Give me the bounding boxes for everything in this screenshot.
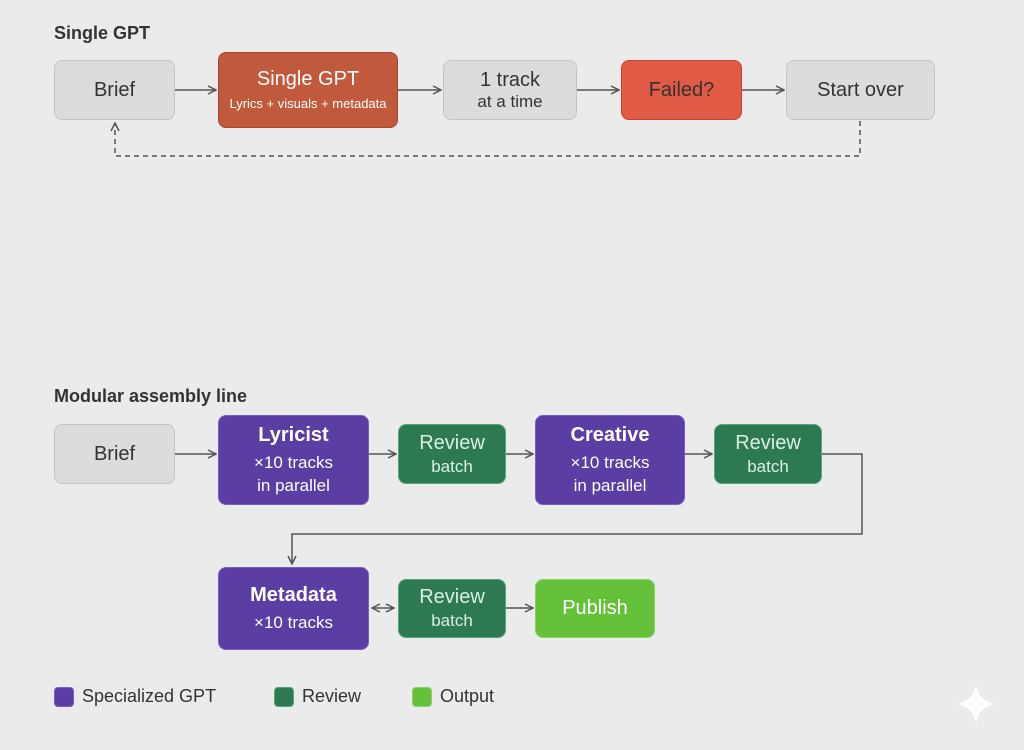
review-batch-box-2: Review batch — [714, 424, 822, 484]
start-over-label: Start over — [817, 78, 904, 101]
metadata-box: Metadata ×10 tracks — [218, 567, 369, 650]
creative-line1: ×10 tracks — [570, 453, 650, 473]
arrow-review-to-metadata — [292, 453, 863, 564]
review1-sub: batch — [431, 456, 473, 476]
metadata-label: Metadata — [250, 584, 337, 607]
creative-box: Creative ×10 tracks in parallel — [535, 415, 685, 505]
legend-label-specialized-gpt: Specialized GPT — [82, 686, 217, 706]
single-gpt-box: Single GPT Lyrics + visuals + metadata — [218, 52, 398, 128]
legend-swatch-purple — [54, 686, 74, 707]
failed-label: Failed? — [648, 78, 715, 101]
section-title-modular: Modular assembly line — [54, 386, 248, 406]
legend-output: Output — [412, 686, 494, 707]
modular-brief-label: Brief — [93, 442, 136, 465]
legend-swatch-green — [274, 686, 294, 707]
lyricist-line2: in parallel — [257, 476, 330, 495]
creative-line2: in parallel — [573, 476, 647, 495]
review-batch-box-1: Review batch — [398, 424, 506, 484]
legend-label-output: Output — [440, 686, 495, 706]
single-brief-box: Brief — [54, 60, 175, 120]
review2-label: Review — [735, 431, 801, 454]
lyricist-box: Lyricist ×10 tracks in parallel — [218, 415, 369, 505]
modular-brief-box: Brief — [54, 424, 175, 484]
single-brief-label: Brief — [93, 78, 136, 101]
review1-label: Review — [419, 431, 485, 454]
legend-swatch-lime — [412, 686, 432, 707]
creative-label: Creative — [570, 424, 650, 447]
loop-back-dashed-arrow — [115, 121, 861, 157]
section-title-single-gpt: Single GPT — [54, 23, 151, 43]
review3-label: Review — [419, 586, 485, 609]
track-line2: at a time — [477, 91, 543, 111]
legend-review: Review — [274, 686, 361, 707]
legend-label-review: Review — [302, 686, 362, 706]
single-gpt-sub: Lyrics + visuals + metadata — [229, 96, 387, 112]
publish-box: Publish — [535, 579, 655, 638]
start-over-box: Start over — [786, 60, 935, 120]
review3-sub: batch — [431, 611, 473, 631]
review-batch-box-3: Review batch — [398, 579, 506, 638]
lyricist-line1: ×10 tracks — [254, 453, 333, 473]
legend-specialized-gpt: Specialized GPT — [54, 686, 216, 707]
sparkle-icon — [956, 684, 996, 724]
failed-box: Failed? — [621, 60, 742, 120]
single-gpt-label: Single GPT — [256, 68, 360, 91]
review2-sub: batch — [747, 456, 789, 476]
metadata-line1: ×10 tracks — [254, 613, 333, 633]
track-box: 1 track at a time — [443, 60, 577, 120]
track-line1: 1 track — [479, 68, 541, 91]
lyricist-label: Lyricist — [258, 424, 329, 447]
publish-label: Publish — [562, 597, 628, 619]
